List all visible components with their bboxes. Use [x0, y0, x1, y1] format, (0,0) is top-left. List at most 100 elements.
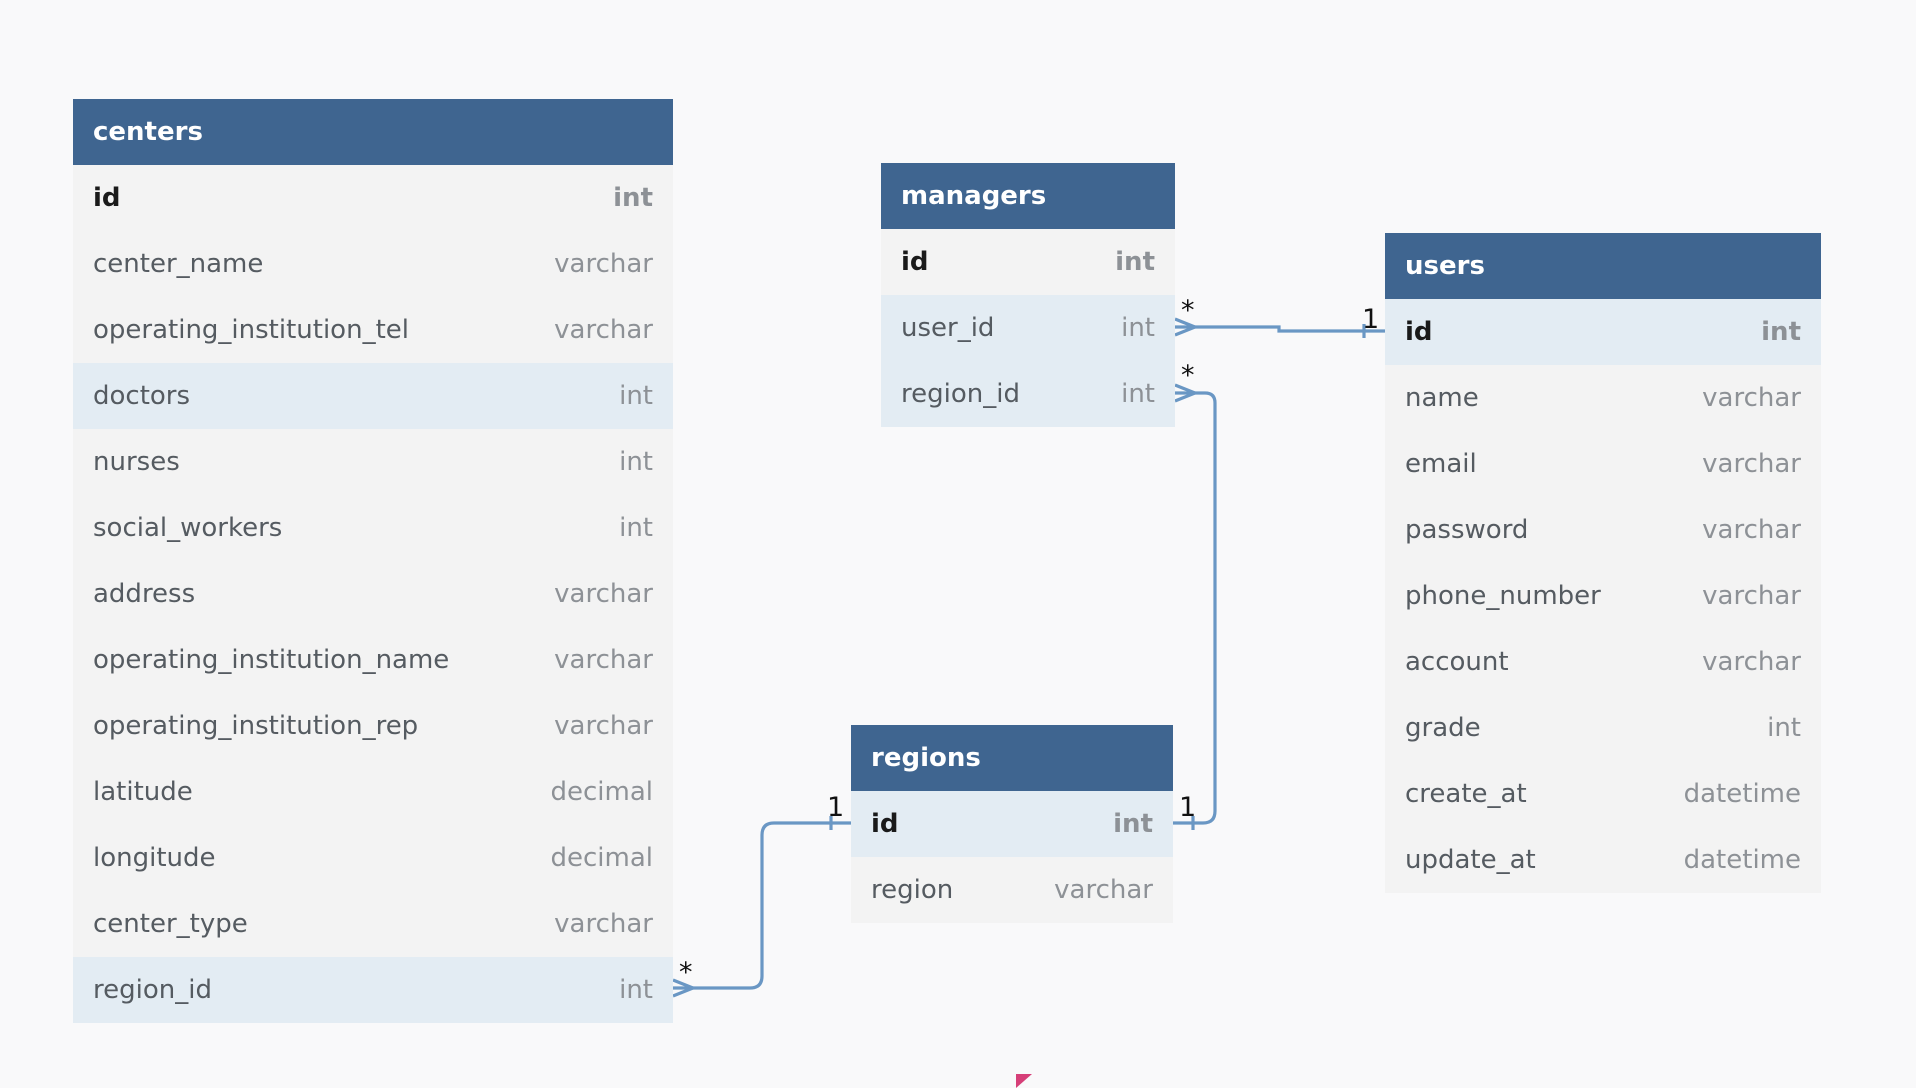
- column-name: center_type: [93, 909, 248, 939]
- column-type: int: [619, 975, 653, 1005]
- column-type: int: [1121, 313, 1155, 343]
- column-type: int: [1767, 713, 1801, 743]
- column-row-latitude[interactable]: latitude decimal: [73, 759, 673, 825]
- column-type: varchar: [1702, 581, 1801, 611]
- column-type: int: [1121, 379, 1155, 409]
- column-name: grade: [1405, 713, 1481, 743]
- column-type: int: [619, 513, 653, 543]
- column-name: id: [901, 247, 929, 277]
- column-type: int: [1115, 247, 1155, 277]
- table-managers[interactable]: managers id int user_id int region_id in…: [881, 163, 1175, 427]
- relation-managers-users[interactable]: * 1: [1174, 295, 1385, 338]
- table-regions[interactable]: regions id int region varchar: [851, 725, 1173, 923]
- relation-centers-regions[interactable]: * 1: [672, 792, 851, 998]
- column-type: decimal: [550, 777, 653, 807]
- cardinality-many-label: *: [679, 957, 693, 988]
- column-name: phone_number: [1405, 581, 1601, 611]
- column-row-nurses[interactable]: nurses int: [73, 429, 673, 495]
- cardinality-many-label: *: [1181, 295, 1195, 326]
- column-name: doctors: [93, 381, 191, 411]
- column-row-operating-institution-tel[interactable]: operating_institution_tel varchar: [73, 297, 673, 363]
- column-row-id[interactable]: id int: [1385, 299, 1821, 365]
- column-row-region[interactable]: region varchar: [851, 857, 1173, 923]
- column-type: decimal: [550, 843, 653, 873]
- column-row-region-id[interactable]: region_id int: [73, 957, 673, 1023]
- cardinality-many-label: *: [1181, 360, 1195, 391]
- column-name: social_workers: [93, 513, 283, 543]
- column-row-operating-institution-rep[interactable]: operating_institution_rep varchar: [73, 693, 673, 759]
- column-row-address[interactable]: address varchar: [73, 561, 673, 627]
- table-centers[interactable]: centers id int center_name varchar opera…: [73, 99, 673, 1023]
- column-type: varchar: [554, 315, 653, 345]
- column-row-update-at[interactable]: update_at datetime: [1385, 827, 1821, 893]
- column-type: varchar: [554, 711, 653, 741]
- column-row-grade[interactable]: grade int: [1385, 695, 1821, 761]
- column-type: varchar: [1702, 515, 1801, 545]
- column-name: region_id: [93, 975, 212, 1005]
- column-name: account: [1405, 647, 1509, 677]
- column-row-create-at[interactable]: create_at datetime: [1385, 761, 1821, 827]
- cardinality-one-label: 1: [1179, 792, 1196, 823]
- column-row-email[interactable]: email varchar: [1385, 431, 1821, 497]
- table-users[interactable]: users id int name varchar email varchar …: [1385, 233, 1821, 893]
- crowfoot-many-icon: [1174, 383, 1200, 403]
- column-name: center_name: [93, 249, 264, 279]
- relation-line[interactable]: [1175, 325, 1385, 333]
- relation-managers-regions[interactable]: * 1: [1173, 360, 1217, 830]
- table-header-managers[interactable]: managers: [881, 163, 1175, 229]
- column-name: operating_institution_rep: [93, 711, 419, 741]
- column-name: user_id: [901, 313, 995, 343]
- cardinality-one-label: 1: [827, 792, 844, 823]
- crowfoot-many-icon: [672, 978, 698, 998]
- table-header-regions[interactable]: regions: [851, 725, 1173, 791]
- table-header-users[interactable]: users: [1385, 233, 1821, 299]
- column-row-id[interactable]: id int: [881, 229, 1175, 295]
- mouse-cursor-icon: [1016, 1074, 1032, 1088]
- column-type: varchar: [1702, 383, 1801, 413]
- column-row-id[interactable]: id int: [73, 165, 673, 231]
- relation-line[interactable]: [1173, 391, 1217, 825]
- column-row-region-id[interactable]: region_id int: [881, 361, 1175, 427]
- column-type: int: [1113, 809, 1153, 839]
- column-name: create_at: [1405, 779, 1527, 809]
- column-type: varchar: [554, 579, 653, 609]
- column-row-phone-number[interactable]: phone_number varchar: [1385, 563, 1821, 629]
- column-name: id: [1405, 317, 1433, 347]
- column-type: varchar: [554, 645, 653, 675]
- column-row-password[interactable]: password varchar: [1385, 497, 1821, 563]
- column-row-account[interactable]: account varchar: [1385, 629, 1821, 695]
- column-type: int: [619, 447, 653, 477]
- column-row-name[interactable]: name varchar: [1385, 365, 1821, 431]
- column-name: name: [1405, 383, 1479, 413]
- column-type: varchar: [554, 909, 653, 939]
- column-row-doctors[interactable]: doctors int: [73, 363, 673, 429]
- column-row-id[interactable]: id int: [851, 791, 1173, 857]
- column-name: id: [871, 809, 899, 839]
- column-name: operating_institution_name: [93, 645, 450, 675]
- column-row-social-workers[interactable]: social_workers int: [73, 495, 673, 561]
- column-name: region: [871, 875, 954, 905]
- column-name: longitude: [93, 843, 216, 873]
- column-type: int: [619, 381, 653, 411]
- relation-line[interactable]: [673, 821, 851, 990]
- column-row-operating-institution-name[interactable]: operating_institution_name varchar: [73, 627, 673, 693]
- column-row-center-name[interactable]: center_name varchar: [73, 231, 673, 297]
- column-name: region_id: [901, 379, 1020, 409]
- column-name: email: [1405, 449, 1477, 479]
- column-name: operating_institution_tel: [93, 315, 409, 345]
- column-name: password: [1405, 515, 1529, 545]
- column-type: varchar: [1702, 449, 1801, 479]
- cardinality-one-label: 1: [1362, 304, 1379, 335]
- table-header-centers[interactable]: centers: [73, 99, 673, 165]
- column-type: varchar: [1702, 647, 1801, 677]
- column-type: datetime: [1683, 779, 1801, 809]
- column-row-user-id[interactable]: user_id int: [881, 295, 1175, 361]
- column-name: id: [93, 183, 121, 213]
- column-row-longitude[interactable]: longitude decimal: [73, 825, 673, 891]
- column-name: address: [93, 579, 196, 609]
- column-type: int: [1761, 317, 1801, 347]
- column-row-center-type[interactable]: center_type varchar: [73, 891, 673, 957]
- column-type: varchar: [554, 249, 653, 279]
